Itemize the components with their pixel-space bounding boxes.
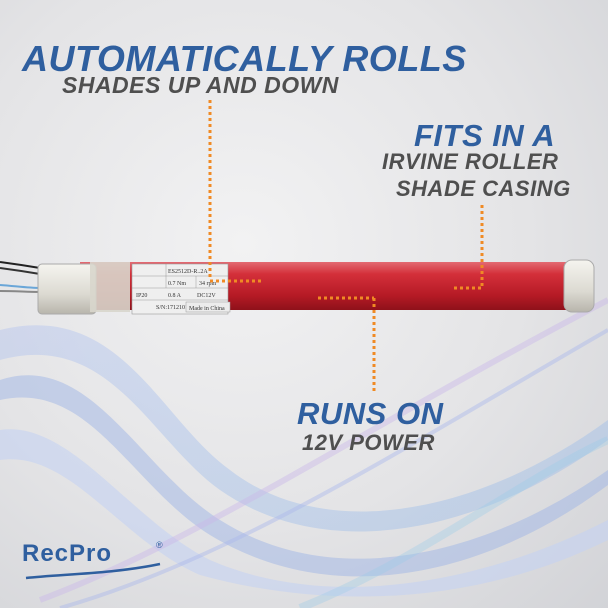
motor-wires bbox=[0, 261, 41, 293]
callout-auto-title: AUTOMATICALLY ROLLS bbox=[22, 38, 467, 79]
motor-origin-label: Made in China bbox=[185, 301, 231, 313]
callout-fits-title: FITS IN A bbox=[414, 118, 556, 153]
brand-logo-swoosh bbox=[25, 562, 161, 580]
label-model: ES2512D-R..2A bbox=[168, 269, 208, 275]
label-made-in: Made in China bbox=[189, 306, 225, 312]
label-current: 0.8 A bbox=[168, 293, 182, 299]
callout-fits-subtitle-1: IRVINE ROLLER bbox=[382, 149, 559, 174]
label-ip: IP20 bbox=[136, 293, 147, 299]
label-speed: 34 rpm bbox=[199, 281, 216, 287]
callout-lines bbox=[208, 100, 484, 392]
label-serial: S/N:171210177 bbox=[156, 305, 194, 311]
callout-runs-subtitle: 12V POWER bbox=[302, 430, 435, 455]
callout-runs-title: RUNS ON bbox=[297, 396, 444, 431]
label-voltage: DC12V bbox=[197, 293, 216, 299]
motor-head bbox=[37, 263, 97, 315]
callout-auto-subtitle: SHADES UP AND DOWN bbox=[62, 72, 339, 98]
brand-logo: RecPro bbox=[22, 538, 162, 589]
registered-mark: ® bbox=[156, 540, 163, 550]
callout-fits-subtitle-2: SHADE CASING bbox=[396, 176, 571, 201]
brand-logo-text: RecPro bbox=[22, 540, 113, 567]
label-torque: 0.7 Nm bbox=[168, 281, 186, 287]
motor-end-cap bbox=[563, 259, 595, 313]
